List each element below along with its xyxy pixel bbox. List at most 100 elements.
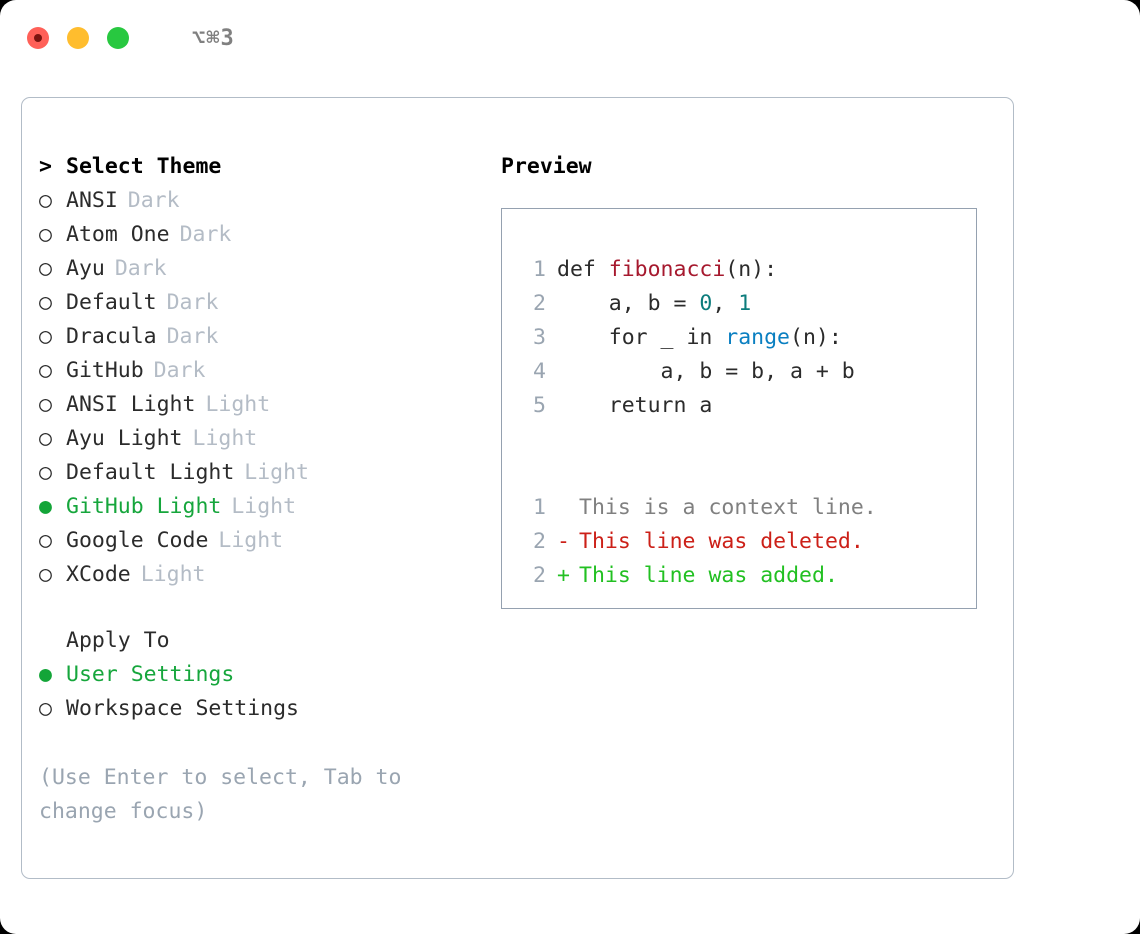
radio-selected-icon[interactable]: ● xyxy=(39,662,52,687)
diff-line-deleted: 2-This line was deleted. xyxy=(518,525,976,559)
radio-unselected-icon[interactable]: ○ xyxy=(39,188,52,213)
line-number: 2 xyxy=(533,529,546,554)
diff-text: This line was added. xyxy=(579,563,838,588)
diff-line-context: 1 This is a context line. xyxy=(518,491,976,525)
code-token: return a xyxy=(557,393,713,418)
theme-variant-badge: Dark xyxy=(127,188,180,213)
code-token-number: 0 xyxy=(699,291,713,316)
theme-variant-badge: Light xyxy=(231,494,297,519)
theme-variant-badge: Light xyxy=(192,426,258,451)
keyboard-shortcut-label: ⌥⌘3 xyxy=(192,25,235,51)
diff-sign xyxy=(557,491,579,525)
code-line: 3 for _ in range(n): xyxy=(518,321,976,355)
maximize-button[interactable] xyxy=(107,27,129,49)
apply-to-title: Apply To xyxy=(66,628,170,653)
radio-unselected-icon[interactable]: ○ xyxy=(39,358,52,383)
line-number: 4 xyxy=(533,359,546,384)
theme-variant-badge: Light xyxy=(218,528,284,553)
theme-option-github-dark[interactable]: ○ GitHub Dark xyxy=(39,354,469,388)
theme-option-label: Default Light xyxy=(66,460,235,485)
line-number: 5 xyxy=(533,393,546,418)
close-icon xyxy=(34,34,42,42)
code-token: a, b = xyxy=(557,291,700,316)
theme-variant-badge: Light xyxy=(140,562,206,587)
theme-option-label: GitHub xyxy=(66,358,144,383)
radio-unselected-icon[interactable]: ○ xyxy=(39,256,52,281)
theme-picker-heading: >Select Theme xyxy=(39,150,469,184)
radio-selected-icon[interactable]: ● xyxy=(39,494,52,519)
theme-option-default-light[interactable]: ○ Default Light Light xyxy=(39,456,469,490)
apply-to-option-workspace-settings[interactable]: ○Workspace Settings xyxy=(39,692,469,726)
theme-option-label: Ayu xyxy=(66,256,105,281)
apply-to-option-label: User Settings xyxy=(66,662,235,687)
code-token: def xyxy=(557,257,609,282)
code-token: for _ in xyxy=(557,325,726,350)
title-bar: ⌥⌘3 xyxy=(0,0,1140,76)
code-token: (n): xyxy=(725,257,778,282)
apply-to-option-user-settings[interactable]: ● User Settings xyxy=(39,658,469,692)
theme-option-label: ANSI Light xyxy=(66,392,196,417)
close-button[interactable] xyxy=(27,27,49,49)
prompt-caret-icon: > xyxy=(39,154,52,179)
code-token-function: fibonacci xyxy=(608,257,726,282)
theme-option-xcode[interactable]: ○ XCode Light xyxy=(39,558,469,592)
theme-option-label: Default xyxy=(66,290,157,315)
theme-option-dracula-dark[interactable]: ○ Dracula Dark xyxy=(39,320,469,354)
diff-text: This is a context line. xyxy=(579,495,877,520)
theme-option-label: XCode xyxy=(66,562,131,587)
code-token: , xyxy=(712,291,739,316)
code-line: 2 a, b = 0, 1 xyxy=(518,287,976,321)
line-number: 1 xyxy=(533,495,546,520)
radio-unselected-icon[interactable]: ○ xyxy=(39,562,52,587)
diff-text: This line was deleted. xyxy=(579,529,864,554)
theme-option-label: Dracula xyxy=(66,324,157,349)
theme-option-atom-one-dark[interactable]: ○ Atom One Dark xyxy=(39,218,469,252)
code-token-call: range xyxy=(725,325,791,350)
section-spacer xyxy=(39,592,469,624)
minimize-button[interactable] xyxy=(67,27,89,49)
line-number: 2 xyxy=(533,291,546,316)
line-number: 2 xyxy=(533,563,546,588)
theme-option-label: Ayu Light xyxy=(66,426,183,451)
radio-unselected-icon[interactable]: ○ xyxy=(39,392,52,417)
theme-variant-badge: Dark xyxy=(179,222,232,247)
theme-option-label: Atom One xyxy=(66,222,170,247)
theme-option-google-code[interactable]: ○ Google Code Light xyxy=(39,524,469,558)
theme-option-default-dark[interactable]: ○ Default Dark xyxy=(39,286,469,320)
radio-unselected-icon[interactable]: ○ xyxy=(39,324,52,349)
radio-unselected-icon[interactable]: ○ xyxy=(39,460,52,485)
theme-option-label: Google Code xyxy=(66,528,209,553)
code-blank-line xyxy=(518,457,976,491)
code-line: 5 return a xyxy=(518,389,976,423)
theme-variant-badge: Dark xyxy=(153,358,206,383)
diff-sign-minus: - xyxy=(557,529,570,554)
apply-to-marker-placeholder xyxy=(39,624,66,658)
radio-unselected-icon[interactable]: ○ xyxy=(39,426,52,451)
line-number: 1 xyxy=(533,257,546,282)
theme-variant-badge: Light xyxy=(244,460,310,485)
code-line: 1 def fibonacci(n): xyxy=(518,253,976,287)
code-blank-line xyxy=(518,423,976,457)
keyboard-hint-text: (Use Enter to select, Tab to change focu… xyxy=(39,765,402,824)
theme-variant-badge: Dark xyxy=(166,324,219,349)
code-token-number: 1 xyxy=(738,291,752,316)
preview-title: Preview xyxy=(501,154,592,179)
diff-sign-plus: + xyxy=(557,563,570,588)
line-number: 3 xyxy=(533,325,546,350)
diff-line-added: 2 + This line was added. xyxy=(518,559,976,593)
theme-option-ayu-light[interactable]: ○ Ayu Light Light xyxy=(39,422,469,456)
code-token: (n): xyxy=(790,325,842,350)
radio-unselected-icon[interactable]: ○ xyxy=(39,696,52,721)
radio-unselected-icon[interactable]: ○ xyxy=(39,222,52,247)
radio-unselected-icon[interactable]: ○ xyxy=(39,290,52,315)
radio-unselected-icon[interactable]: ○ xyxy=(39,528,52,553)
theme-variant-badge: Dark xyxy=(166,290,219,315)
code-line: 4 a, b = b, a + b xyxy=(518,355,976,389)
